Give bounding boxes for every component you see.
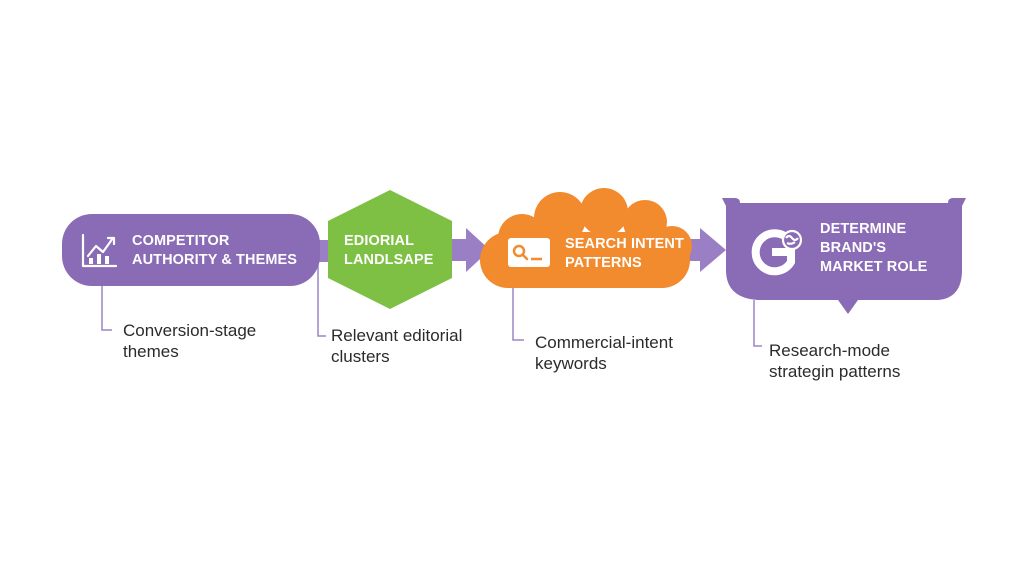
step-4-note: Research-mode strategin patterns [769, 340, 900, 382]
step-1-title: COMPETITOR AUTHORITY & THEMES [132, 232, 297, 270]
step-1-title-line-2: AUTHORITY & THEMES [132, 252, 298, 268]
step-2-note-line-1: Relevant editorial [331, 326, 463, 345]
step-2-note: Relevant editorial clusters [331, 325, 462, 367]
step-3-note: Commercial-intent keywords [535, 332, 673, 374]
step-4-note-line-1: Research-mode [769, 341, 890, 360]
step-1-note-line-1: Conversion-stage [123, 321, 257, 340]
step-1-note: Conversion-stage themes [123, 320, 256, 362]
growth-chart-icon [81, 233, 118, 268]
step-4-title-line-1: DETERMINE [820, 221, 907, 237]
step-1-note-line-2: themes [123, 342, 179, 361]
step-4-title-line-2: BRAND'S [820, 240, 887, 256]
flow-arrow-3 [688, 228, 726, 272]
step-3-title-line-1: SEARCH INTENT [565, 236, 684, 252]
step-2-note-line-2: clusters [331, 347, 390, 366]
step-3-title-line-2: PATTERNS [565, 255, 642, 271]
step-3-title: SEARCH INTENT PATTERNS [565, 235, 684, 273]
connector-line-2 [317, 262, 326, 337]
step-1-title-line-1: COMPETITOR [132, 233, 230, 249]
step-2-title-line-2: LANDLSAPE [344, 252, 434, 268]
connector-line-3 [512, 287, 524, 341]
step-2-title: EDIORIAL LANDLSAPE [344, 232, 434, 270]
connector-line-1 [101, 285, 112, 331]
step-2-shape [328, 190, 452, 309]
step-4-note-line-2: strategin patterns [769, 362, 901, 381]
connector-line-4 [753, 300, 762, 347]
google-brain-icon [751, 229, 803, 276]
step-1-shape [62, 214, 320, 286]
step-3-note-line-1: Commercial-intent [535, 333, 673, 352]
flow-arrow-2 [450, 228, 490, 272]
step-4-title-line-3: MARKET ROLE [820, 259, 928, 275]
step-4-title: DETERMINE BRAND'S MARKET ROLE [820, 220, 927, 277]
search-bar-icon [508, 238, 550, 267]
step-3-note-line-2: keywords [535, 354, 607, 373]
step-4-shape [722, 198, 966, 314]
step-2-title-line-1: EDIORIAL [344, 233, 415, 249]
